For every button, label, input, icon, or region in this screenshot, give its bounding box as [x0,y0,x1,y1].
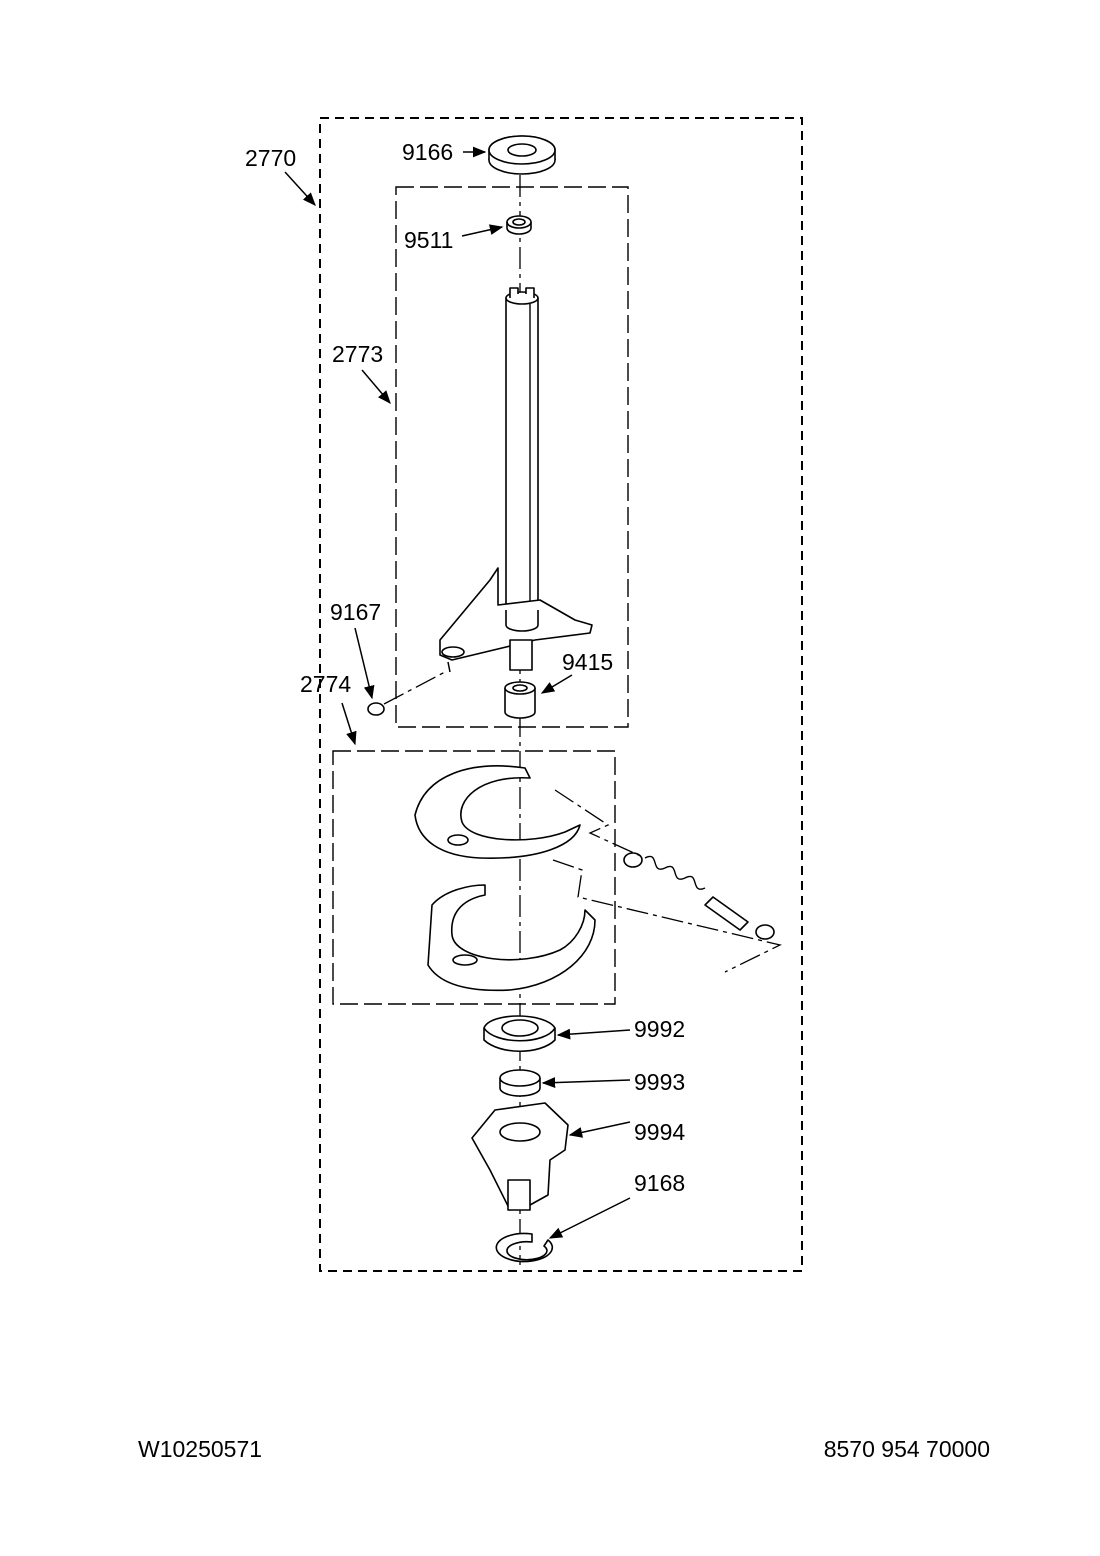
brake-shoe-upper-part [414,765,581,859]
document-number: W10250571 [138,1436,263,1462]
label-2774: 2774 [300,671,351,697]
seal-9166-part [488,135,556,175]
leader-9993 [541,1077,631,1088]
label-9167: 9167 [330,599,381,625]
model-number: 8570 954 70000 [823,1436,990,1462]
leader-9992 [556,1028,631,1040]
label-9993: 9993 [634,1069,685,1095]
label-9415: 9415 [562,649,613,675]
label-9166: 9166 [402,139,453,165]
leader-9994 [568,1121,631,1138]
label-2773: 2773 [332,341,383,367]
leader-2773 [361,369,391,405]
assembly-2773-box [395,186,629,728]
leader-9511 [461,224,504,237]
label-2770: 2770 [245,145,296,171]
leader-9168 [548,1197,631,1239]
brake-shoe-lower-part [427,884,596,992]
label-9992: 9992 [634,1016,685,1042]
leader-9415 [540,674,573,694]
clip-9168-part [495,1232,554,1263]
leader-2770 [284,171,316,206]
assembly-2774-box [332,750,616,1005]
spring-assembly-part [552,789,782,973]
label-9511: 9511 [404,227,453,253]
label-9994: 9994 [634,1119,685,1145]
bearing-9992-part [483,1015,556,1053]
clip-9167-part [367,671,446,716]
bushing-9511-part [506,215,532,235]
leader-9167 [354,627,375,700]
shift-plate-part [439,567,593,673]
lever-9994-part [471,1102,569,1211]
label-9168: 9168 [634,1170,685,1196]
agitator-shaft-part [505,287,539,611]
assembly-2770-box [319,117,803,1272]
ring-9993-part [499,1069,541,1097]
cap-9415-part [504,681,536,719]
leader-2774 [341,702,357,746]
